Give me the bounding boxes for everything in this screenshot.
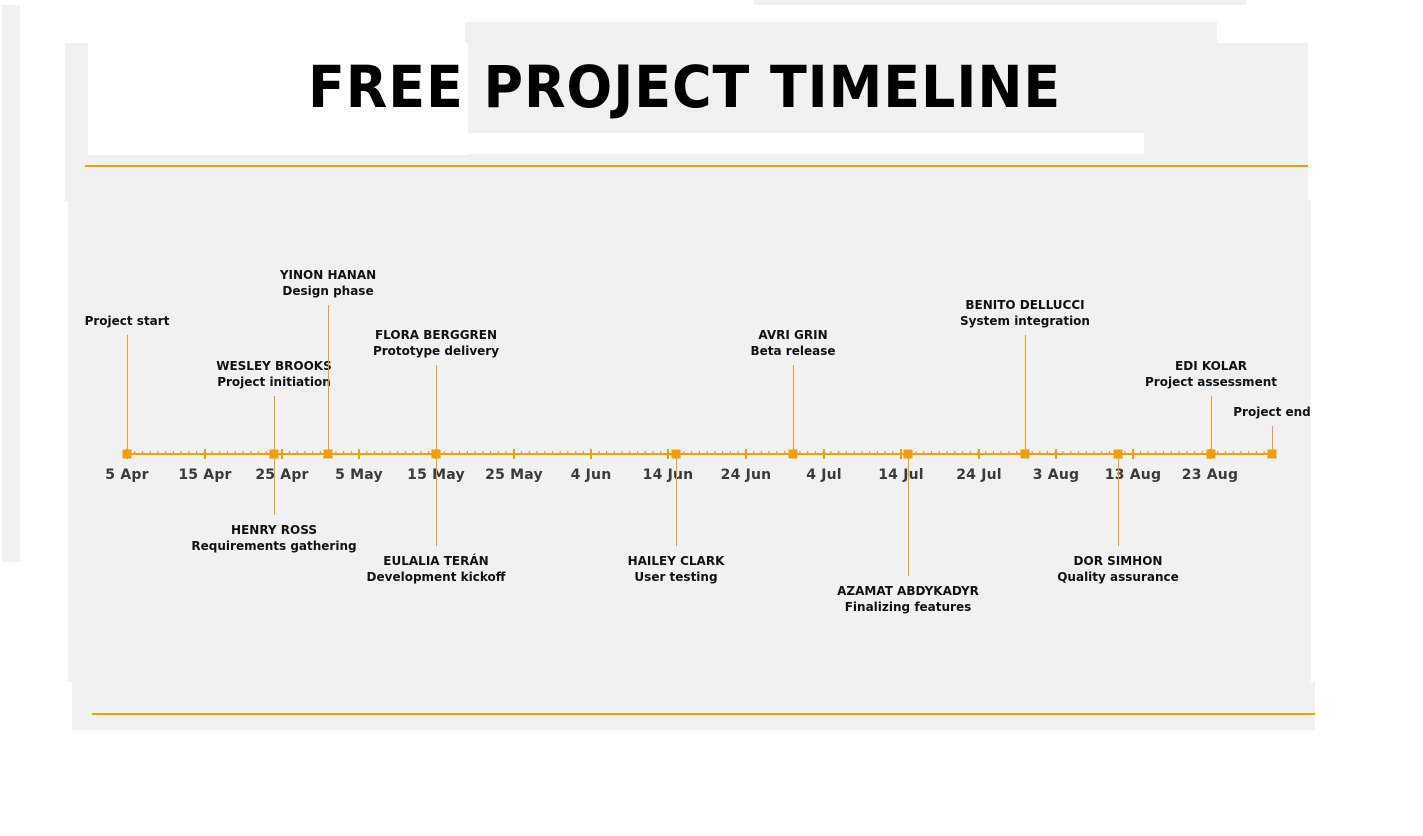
milestone-marker[interactable] (1113, 449, 1123, 459)
axis-tick-label: 13 Aug (1104, 467, 1162, 483)
axis-tick-label: 5 Apr (105, 467, 149, 483)
axis-tick-label: 3 Aug (1032, 467, 1080, 483)
title-backdrop-white (88, 43, 468, 155)
milestone-owner: AZAMAT ABDYKADYR (837, 584, 979, 598)
milestone-task: Quality assurance (1057, 570, 1179, 584)
milestone-connector (1025, 335, 1026, 454)
background-panel-footer (72, 682, 1315, 730)
milestone-label: WESLEY BROOKS Project initiation (216, 358, 332, 390)
milestone-connector (908, 454, 909, 576)
milestone-connector (1118, 454, 1119, 546)
milestone-task: Project assessment (1145, 375, 1277, 389)
milestone-marker[interactable] (903, 449, 913, 459)
axis-tick-label: 4 Jun (570, 467, 612, 483)
milestone-connector (274, 454, 275, 515)
background-panel-body (68, 200, 1311, 682)
milestone-task: System integration (960, 314, 1090, 328)
axis-tick-label: 25 Apr (255, 467, 309, 483)
bottom-divider (92, 713, 1315, 715)
axis-tick-label: 15 Apr (178, 467, 232, 483)
background-panel-top (754, 0, 1246, 5)
milestone-label: YINON HANAN Design phase (280, 267, 376, 299)
milestone-task: Project start (84, 314, 170, 328)
milestone-task: Prototype delivery (372, 344, 500, 358)
milestone-label: AZAMAT ABDYKADYR Finalizing features (837, 583, 979, 615)
milestone-connector (127, 335, 128, 454)
milestone-label: HAILEY CLARK User testing (628, 553, 725, 585)
milestone-marker[interactable] (788, 449, 798, 459)
milestone-label: Project end (1233, 404, 1311, 420)
milestone-marker[interactable] (323, 449, 333, 459)
axis-tick-label: 24 Jul (956, 467, 1002, 483)
milestone-owner: DOR SIMHON (1073, 554, 1163, 568)
milestone-marker[interactable] (1267, 449, 1277, 459)
milestone-label: BENITO DELLUCCI System integration (960, 297, 1090, 329)
milestone-marker[interactable] (1020, 449, 1030, 459)
milestone-marker[interactable] (122, 449, 132, 459)
milestone-owner: HAILEY CLARK (627, 554, 725, 568)
page-title: FREE PROJECT TIMELINE (308, 53, 1062, 121)
axis-tick-label: 25 May (485, 467, 543, 483)
milestone-task: Project end (1233, 405, 1311, 419)
milestone-connector (436, 365, 437, 454)
axis-tick-label: 4 Jul (806, 467, 842, 483)
milestone-owner: FLORA BERGGREN (374, 328, 498, 342)
background-panel-left (2, 5, 20, 562)
milestone-label: AVRI GRIN Beta release (751, 327, 836, 359)
axis-tick-label: 24 Jun (720, 467, 772, 483)
milestone-connector (328, 305, 329, 454)
milestone-task: Requirements gathering (191, 539, 357, 553)
milestone-label: EULALIA TERÁN Development kickoff (367, 553, 506, 585)
milestone-marker[interactable] (269, 449, 279, 459)
axis-tick-label: 5 May (335, 467, 383, 483)
milestone-task: User testing (634, 570, 718, 584)
top-divider (85, 165, 1308, 167)
milestone-connector (1211, 396, 1212, 454)
milestone-connector (793, 365, 794, 454)
milestone-task: Beta release (750, 344, 836, 358)
milestone-owner: WESLEY BROOKS (216, 359, 332, 373)
milestone-task: Development kickoff (366, 570, 506, 584)
axis-tick-label: 14 Jul (878, 467, 924, 483)
axis-tick-label: 15 May (407, 467, 465, 483)
milestone-task: Finalizing features (844, 600, 972, 614)
milestone-owner: AVRI GRIN (758, 328, 828, 342)
milestone-marker[interactable] (1206, 449, 1216, 459)
milestone-label: Project start (85, 313, 170, 329)
milestone-connector (274, 396, 275, 454)
background-panel-title (465, 22, 1217, 132)
milestone-connector (1272, 426, 1273, 454)
axis-tick-label: 23 Aug (1181, 467, 1239, 483)
milestone-owner: EDI KOLAR (1175, 359, 1247, 373)
milestone-owner: YINON HANAN (279, 268, 377, 282)
milestone-label: HENRY ROSS Requirements gathering (191, 522, 356, 554)
axis-tick-label: 14 Jun (642, 467, 694, 483)
milestone-task: Design phase (282, 284, 374, 298)
milestone-connector (436, 454, 437, 546)
milestone-label: FLORA BERGGREN Prototype delivery (373, 327, 499, 359)
milestone-owner: EULALIA TERÁN (383, 554, 489, 568)
milestone-label: DOR SIMHON Quality assurance (1057, 553, 1179, 585)
milestone-label: EDI KOLAR Project assessment (1145, 358, 1277, 390)
milestone-marker[interactable] (431, 449, 441, 459)
subtitle-backdrop-white (465, 133, 1144, 154)
milestone-owner: HENRY ROSS (231, 523, 317, 537)
milestone-connector (676, 454, 677, 546)
milestone-marker[interactable] (671, 449, 681, 459)
milestone-owner: BENITO DELLUCCI (965, 298, 1085, 312)
milestone-task: Project initiation (217, 375, 331, 389)
